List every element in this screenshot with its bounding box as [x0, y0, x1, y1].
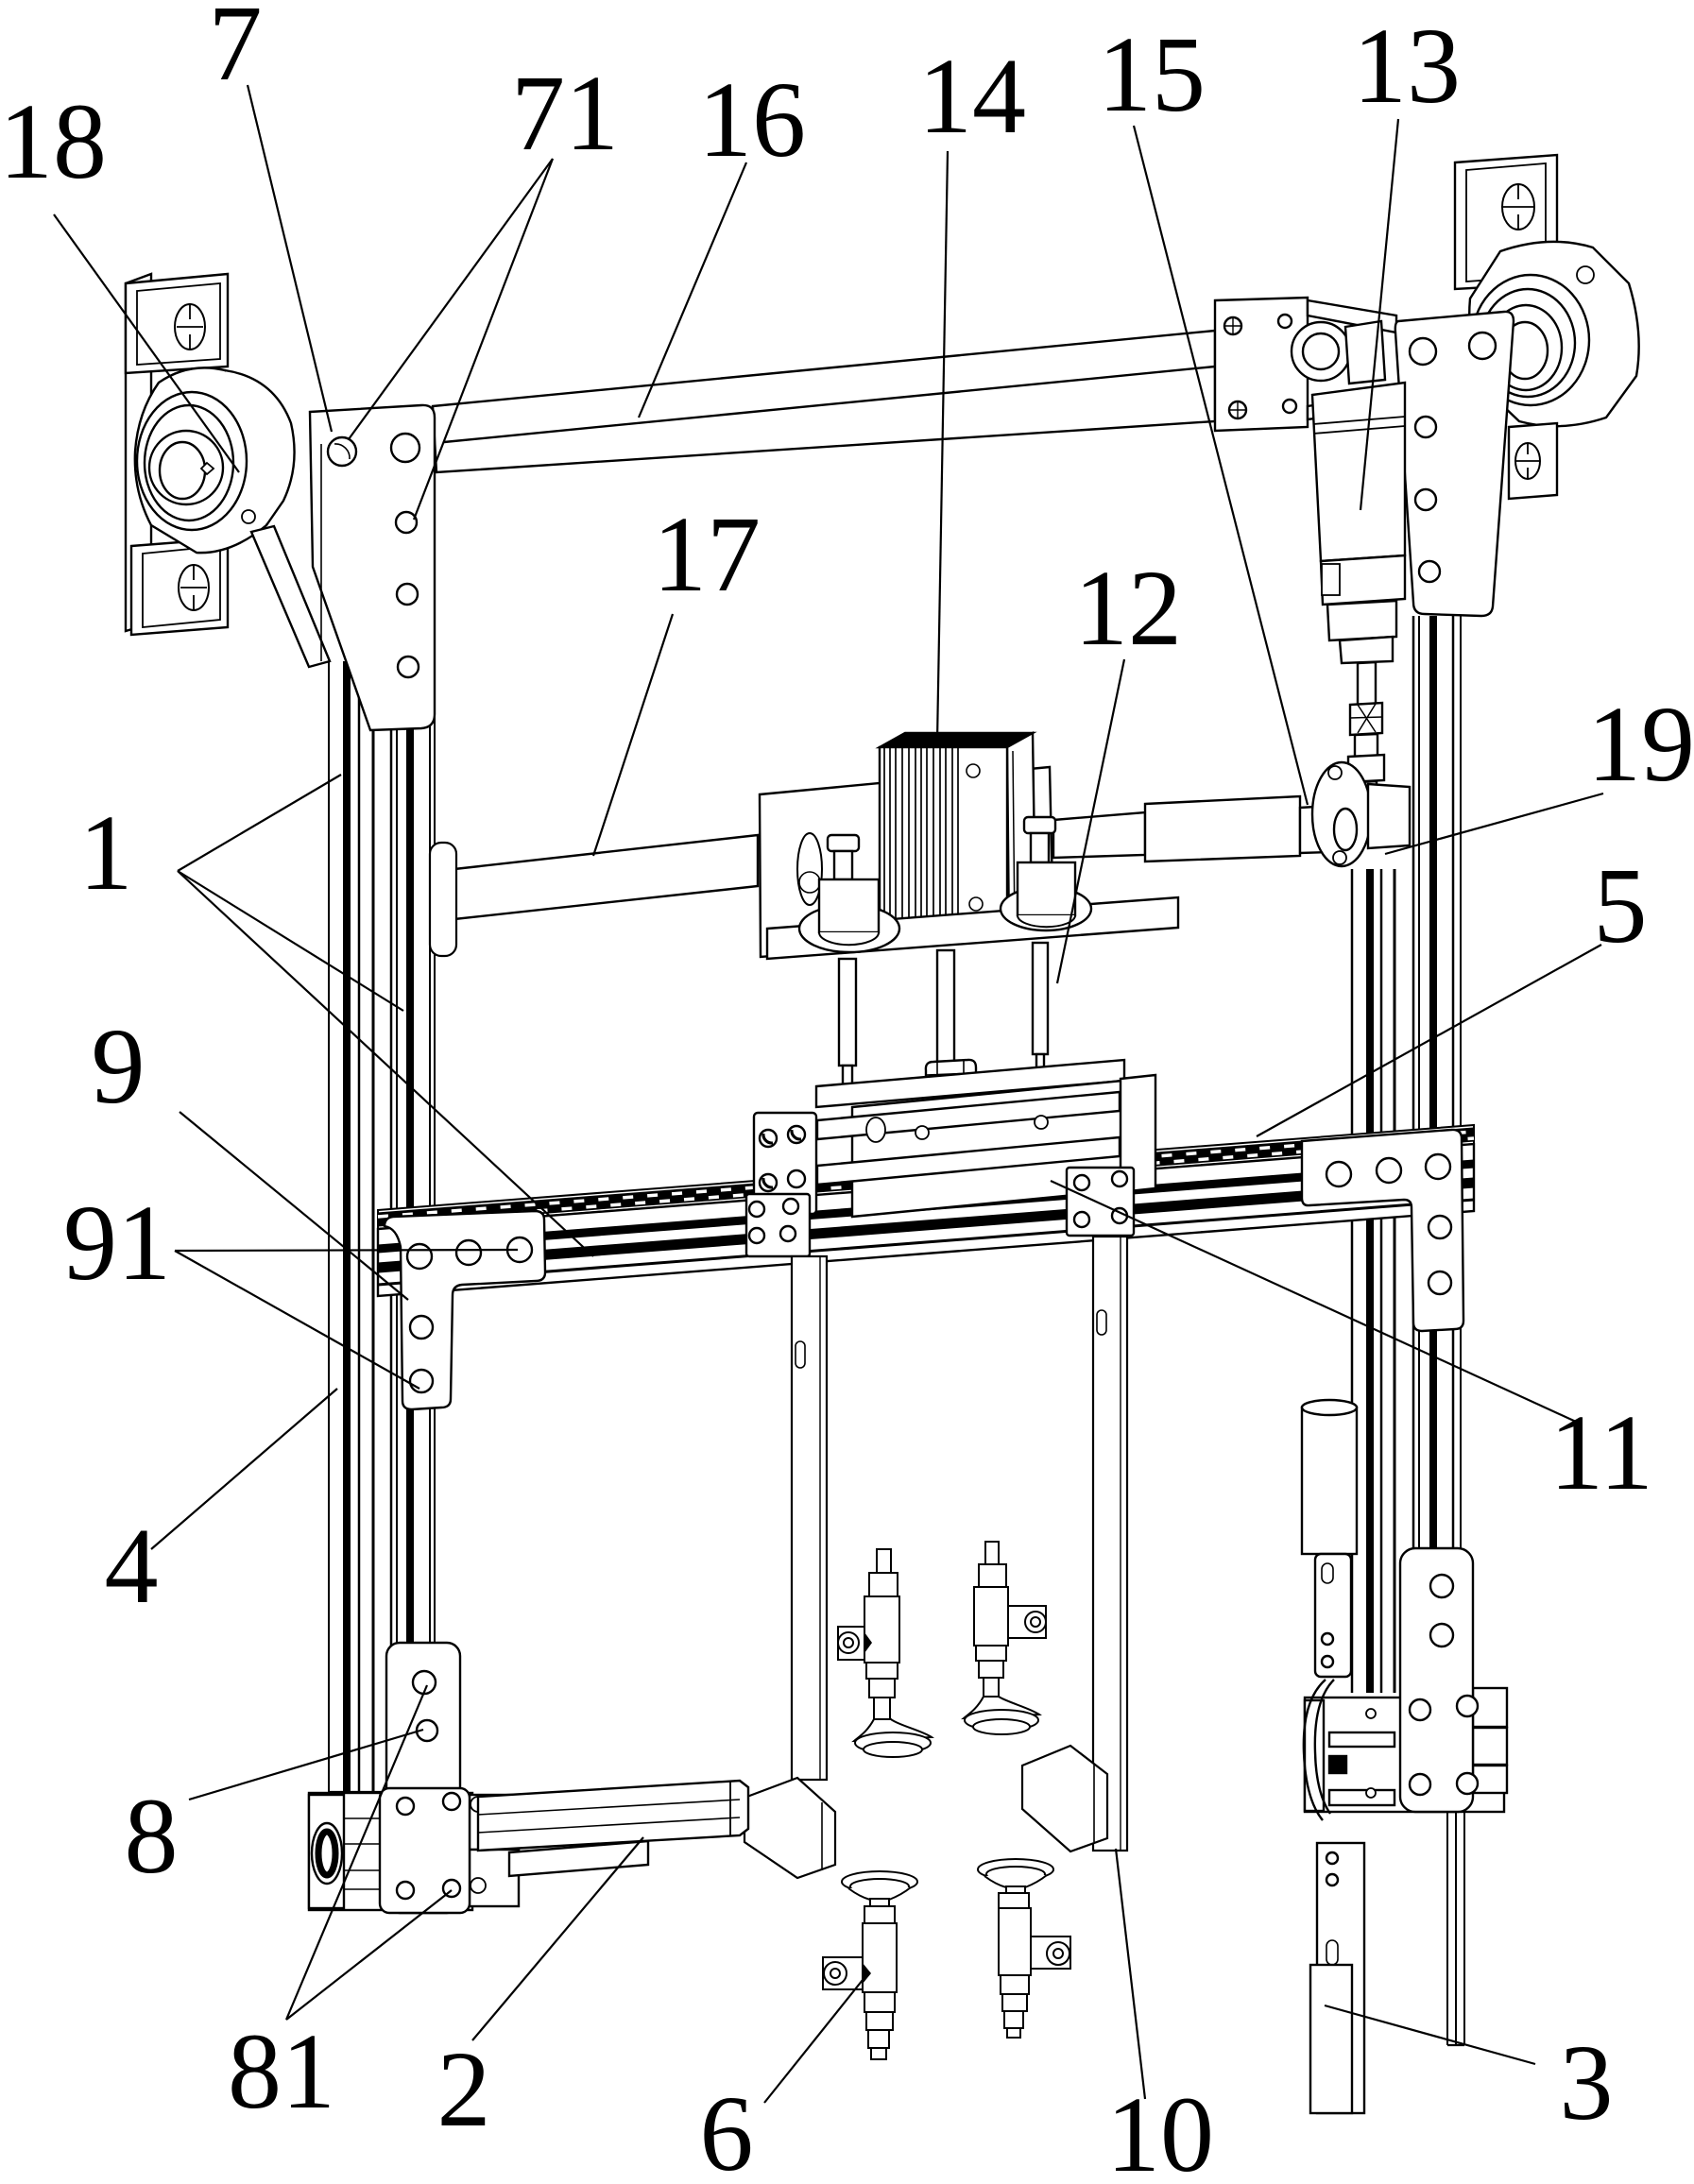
svg-text:3: 3	[1560, 2022, 1614, 2142]
svg-text:4: 4	[105, 1506, 159, 1626]
svg-text:2: 2	[437, 2029, 491, 2149]
svg-text:91: 91	[63, 1183, 171, 1303]
svg-text:9: 9	[92, 1006, 145, 1126]
svg-text:19: 19	[1587, 684, 1694, 804]
svg-text:18: 18	[0, 81, 107, 201]
svg-text:14: 14	[918, 36, 1026, 156]
svg-text:7: 7	[209, 0, 263, 103]
svg-text:1: 1	[79, 793, 133, 913]
svg-text:71: 71	[511, 53, 619, 173]
svg-text:6: 6	[700, 2073, 754, 2184]
svg-text:17: 17	[653, 494, 761, 614]
svg-text:13: 13	[1353, 6, 1461, 126]
svg-text:12: 12	[1074, 548, 1182, 668]
svg-text:81: 81	[228, 2011, 335, 2131]
svg-text:16: 16	[698, 60, 806, 179]
svg-text:10: 10	[1106, 2074, 1214, 2184]
svg-text:15: 15	[1098, 14, 1206, 134]
svg-text:8: 8	[125, 1776, 179, 1896]
svg-text:5: 5	[1594, 845, 1648, 965]
svg-text:11: 11	[1549, 1392, 1653, 1512]
